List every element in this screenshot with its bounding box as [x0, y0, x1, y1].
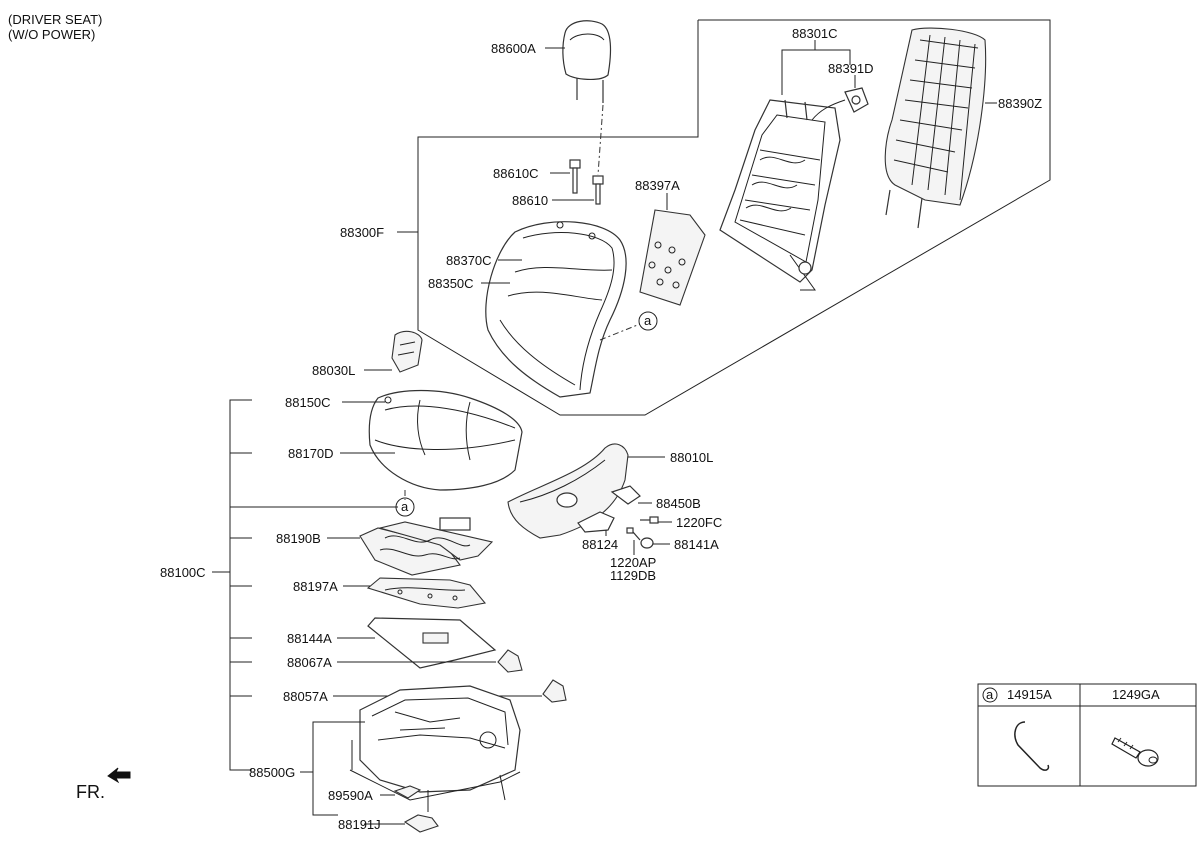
label-1220AP: 1220AP — [610, 555, 656, 570]
legend-marker: a — [986, 687, 994, 702]
fastener-legend-table: a 14915A 1249GA — [977, 683, 1197, 787]
callout-a-lower: a — [395, 497, 415, 517]
seatback-group-outline — [417, 19, 1051, 416]
legend-col1: 14915A — [1007, 687, 1052, 702]
heater-mat-88190B[interactable] — [359, 517, 494, 576]
label-88370C: 88370C — [446, 253, 492, 268]
label-88197A: 88197A — [293, 579, 338, 594]
label-88397A: 88397A — [635, 178, 680, 193]
label-88600A: 88600A — [491, 41, 536, 56]
label-88170D: 88170D — [288, 446, 334, 461]
seatback-frame-88301C[interactable] — [719, 99, 841, 291]
cover-88191J[interactable] — [403, 814, 439, 833]
cover-89590A[interactable] — [393, 785, 422, 799]
bracket-88450B[interactable] — [610, 485, 641, 505]
cushion-group-bracket — [229, 399, 252, 771]
clip-14915A-icon — [1014, 721, 1050, 771]
cushion-pan-88197A[interactable] — [366, 577, 487, 609]
callout-a-upper: a — [638, 311, 658, 331]
label-88500G: 88500G — [249, 765, 295, 780]
label-88144A: 88144A — [287, 631, 332, 646]
bracket-88067A[interactable] — [497, 649, 523, 673]
headrest-guide-88610C[interactable] — [569, 159, 581, 194]
label-88610C: 88610C — [493, 166, 539, 181]
screw-1249GA-icon — [1111, 737, 1159, 767]
screw-1220AP[interactable] — [626, 527, 641, 541]
header-line-1: (DRIVER SEAT) — [8, 12, 103, 27]
label-89590A: 89590A — [328, 788, 373, 803]
label-88010L: 88010L — [670, 450, 713, 465]
label-88191J: 88191J — [338, 817, 381, 832]
seatback-cushion-88370C[interactable] — [485, 221, 627, 398]
label-88100C: 88100C — [160, 565, 206, 580]
label-88350C: 88350C — [428, 276, 474, 291]
recliner-cover-88030L[interactable] — [391, 330, 423, 373]
diagram-header: (DRIVER SEAT) (W/O POWER) — [8, 12, 102, 42]
label-88300F: 88300F — [340, 225, 384, 240]
front-arrow-icon — [107, 767, 131, 784]
label-88391D: 88391D — [828, 61, 874, 76]
label-88150C: 88150C — [285, 395, 331, 410]
seat-cushion-88170D[interactable] — [368, 389, 523, 491]
back-pad-88397A[interactable] — [639, 209, 706, 306]
lumbar-support-88391D[interactable] — [811, 87, 869, 121]
label-88124: 88124 — [582, 537, 618, 552]
lever-88124[interactable] — [577, 511, 615, 533]
headrest-88600A[interactable] — [562, 20, 612, 176]
label-88057A: 88057A — [283, 689, 328, 704]
legend-col2: 1249GA — [1112, 687, 1160, 702]
callout-a-lower-text: a — [401, 499, 409, 514]
label-88067A: 88067A — [287, 655, 332, 670]
callout-a-upper-text: a — [644, 313, 652, 328]
seat-frame-88500G[interactable] — [349, 685, 521, 812]
label-88390Z: 88390Z — [998, 96, 1042, 111]
label-88450B: 88450B — [656, 496, 701, 511]
label-88610: 88610 — [512, 193, 548, 208]
cap-88141A[interactable] — [640, 537, 654, 549]
headrest-guide-88610[interactable] — [592, 175, 604, 205]
cushion-pad-88144A[interactable] — [367, 617, 497, 669]
label-88141A: 88141A — [674, 537, 719, 552]
label-1129DB: 1129DB — [610, 568, 656, 583]
bolt-1220FC[interactable] — [640, 516, 659, 524]
label-88190B: 88190B — [276, 531, 321, 546]
header-line-2: (W/O POWER) — [8, 27, 96, 42]
seatback-board-88390Z[interactable] — [884, 27, 987, 229]
label-88301C: 88301C — [792, 26, 838, 41]
bracket-88057A[interactable] — [542, 679, 567, 703]
label-1220FC: 1220FC — [676, 515, 722, 530]
label-88030L: 88030L — [312, 363, 355, 378]
front-direction-label: FR. — [76, 782, 105, 802]
